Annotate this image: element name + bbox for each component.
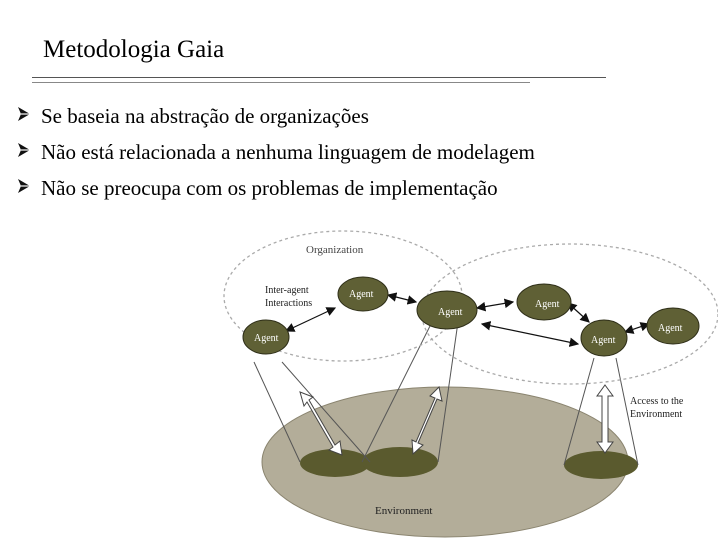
bullet-item: Não se preocupa com os problemas de impl… [17, 175, 535, 211]
environment-spot [300, 449, 370, 477]
interaction-arrow [286, 308, 335, 331]
agent-label: Agent [349, 289, 374, 300]
environment-spot [362, 447, 438, 477]
bullet-item: Não está relacionada a nenhuma linguagem… [17, 139, 535, 175]
agent-label: Agent [591, 335, 616, 346]
agent-node: Agent [517, 284, 571, 320]
title-underline-secondary [32, 82, 530, 83]
bullet-text: Se baseia na abstração de organizações [41, 103, 369, 129]
inter-agent-label: Interactions [265, 298, 312, 309]
gaia-organization-diagram: Agent Agent Agent Agent Agent Agent Orga… [218, 222, 718, 540]
interaction-arrow [568, 303, 589, 322]
access-arrow [597, 385, 613, 453]
access-label: Environment [630, 409, 682, 420]
title-underline [32, 77, 606, 78]
agent-label: Agent [254, 333, 279, 344]
bullet-text: Não está relacionada a nenhuma linguagem… [41, 139, 535, 165]
agent-label: Agent [438, 307, 463, 318]
agent-node: Agent [243, 320, 289, 354]
organization-label: Organization [306, 244, 364, 256]
interaction-arrow [625, 324, 649, 332]
interaction-arrow [477, 302, 513, 308]
environment-label: Environment [375, 505, 432, 517]
bullet-text: Não se preocupa com os problemas de impl… [41, 175, 498, 201]
arrowhead-bullet-icon [17, 175, 41, 201]
agent-label: Agent [658, 323, 683, 334]
arrowhead-bullet-icon [17, 103, 41, 129]
agent-label: Agent [535, 299, 560, 310]
interaction-arrow [388, 295, 416, 302]
access-label: Access to the [630, 396, 684, 407]
agent-node: Agent [417, 291, 477, 329]
environment-spot [564, 451, 638, 479]
agent-node: Agent [581, 320, 627, 356]
slide-title: Metodologia Gaia [43, 36, 224, 64]
inter-agent-label: Inter-agent [265, 285, 309, 296]
bullet-list: Se baseia na abstração de organizações N… [17, 103, 535, 211]
interaction-arrow [482, 324, 578, 344]
agent-node: Agent [647, 308, 699, 344]
arrowhead-bullet-icon [17, 139, 41, 165]
bullet-item: Se baseia na abstração de organizações [17, 103, 535, 139]
agent-node: Agent [338, 277, 388, 311]
